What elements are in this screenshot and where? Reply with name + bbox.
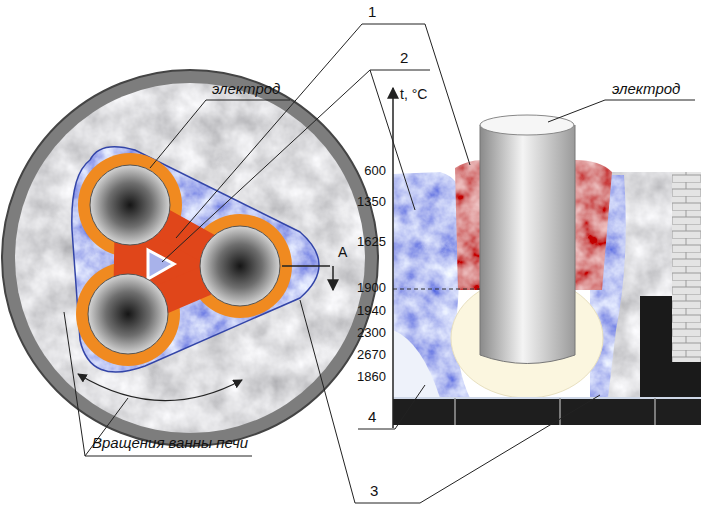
temperature-value: 1625: [357, 235, 386, 250]
furnace-plan-view: [72, 147, 319, 372]
leader-lines: [300, 300, 355, 503]
furnace-section-view: [480, 115, 574, 135]
furnace-plan-view: [72, 147, 319, 372]
leader-lines: [548, 100, 605, 122]
temperature-value: 1900: [357, 281, 386, 296]
furnace-section-view: [393, 398, 701, 425]
furnace-section-view: [393, 289, 480, 290]
leader-lines: [85, 456, 252, 457]
leader-lines: [150, 100, 206, 168]
furnace-section-view: [393, 330, 440, 398]
furnace-plan-view: [90, 165, 170, 245]
temperature-value: 1860: [357, 370, 386, 385]
furnace-section-view: [672, 172, 701, 398]
furnace-plan-view: [282, 265, 330, 267]
leader-lines: [176, 24, 362, 238]
temperature-value: 1940: [357, 304, 386, 319]
section-label: A: [338, 244, 347, 260]
furnace-section-view: [672, 362, 701, 398]
furnace-section-view: [480, 125, 575, 355]
furnace-plan-view: [2, 70, 378, 446]
callout-number: 3: [370, 482, 378, 499]
furnace-section-view: [480, 125, 575, 364]
leader-lines: [64, 24, 695, 503]
furnace-section-view: [455, 398, 655, 425]
leader-lines: [370, 70, 430, 71]
callout-number: 2: [400, 49, 408, 66]
furnace-section-view: [393, 88, 701, 428]
leader-lines: [358, 429, 395, 430]
leader-lines: [362, 24, 425, 25]
furnace-plan-view: [332, 266, 334, 290]
leader-lines: [395, 385, 425, 429]
part-label: электрод: [612, 80, 680, 97]
leader-lines: [420, 395, 600, 503]
part-label: Вращения ванны печи: [92, 434, 248, 451]
part-label: электрод: [212, 80, 280, 97]
callout-number: 1: [368, 3, 376, 20]
furnace-plan-view: [88, 274, 168, 354]
axis-label: t, °C: [400, 86, 427, 102]
leader-lines: [64, 312, 85, 456]
leader-lines: [425, 24, 470, 165]
furnace-plan-view: [15, 83, 365, 433]
temperature-value: 1350: [357, 195, 386, 210]
callout-number: 4: [368, 408, 376, 425]
leader-lines: [355, 503, 420, 504]
furnace-plan-view: [78, 374, 242, 401]
temperature-value: 2670: [357, 348, 386, 363]
temperature-value: 2300: [357, 326, 386, 341]
leader-lines: [206, 100, 290, 101]
furnace-section-view: [640, 296, 672, 398]
leader-lines: [162, 70, 370, 262]
temperature-value: 600: [364, 164, 386, 179]
leader-lines: [605, 100, 695, 101]
furnace-plan-view: [200, 226, 280, 306]
furnace-plan-view: [2, 70, 378, 446]
